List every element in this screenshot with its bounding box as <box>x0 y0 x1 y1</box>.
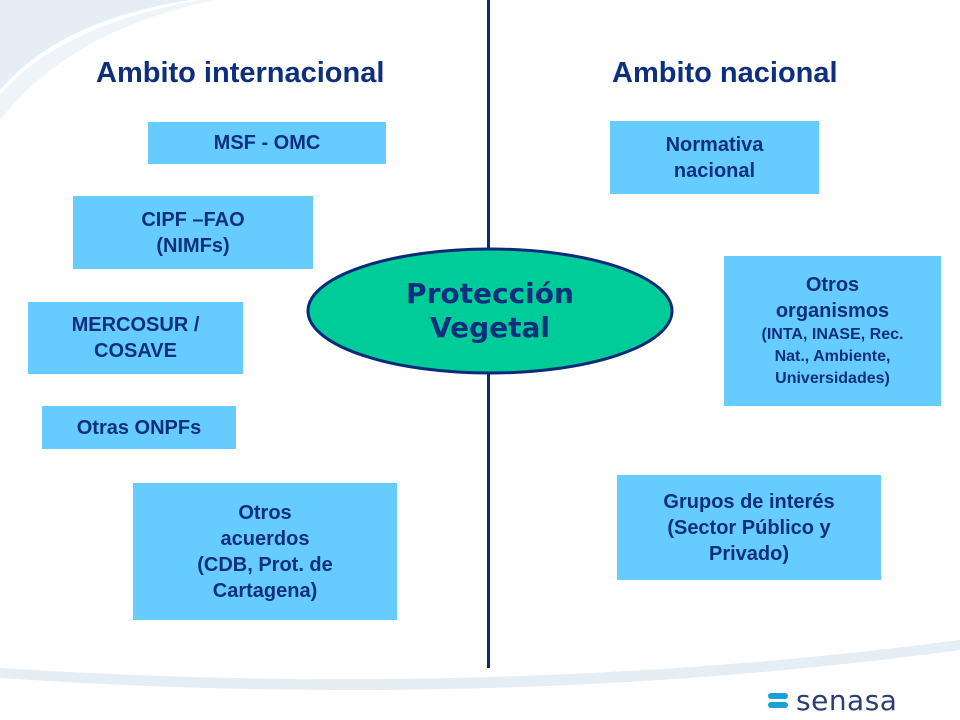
box-line: Otros <box>238 501 292 524</box>
box-line: MSF - OMC <box>213 132 321 154</box>
left-section-title: Ambito internacional <box>96 57 385 89</box>
senasa-logo-mark <box>768 692 788 708</box>
senasa-logo-text: senasa <box>796 684 898 717</box>
box-line: (INTA, INASE, Rec. <box>761 326 904 343</box>
right-section-title: Ambito nacional <box>612 57 838 89</box>
box-msf-omc: MSF - OMC <box>148 122 386 164</box>
box-line: Nat., Ambiente, <box>774 348 891 365</box>
box-mercosur-cosave: MERCOSUR / COSAVE <box>28 302 243 374</box>
center-label: Protección Vegetal <box>305 246 675 376</box>
box-otros-organismos: Otros organismos (INTA, INASE, Rec. Nat.… <box>724 256 941 406</box>
center-ellipse <box>306 247 674 375</box>
box-line: MERCOSUR / <box>71 314 200 336</box>
box-grupos-de-interes: Grupos de interés (Sector Público y Priv… <box>617 475 881 580</box>
box-line: Universidades) <box>775 370 890 387</box>
box-normativa-nacional: Normativa nacional <box>610 121 819 194</box>
box-line: (CDB, Prot. de <box>197 553 333 576</box>
box-line: CIPF –FAO <box>141 208 245 231</box>
box-line: Privado) <box>708 542 790 565</box>
box-line: Grupos de interés <box>663 490 835 513</box>
box-cipf-fao: CIPF –FAO (NIMFs) <box>73 196 313 269</box>
box-line: nacional <box>673 159 756 182</box>
box-line: Otras ONPFs <box>76 416 202 439</box>
box-line: COSAVE <box>94 340 177 362</box>
box-line: Cartagena) <box>212 579 318 602</box>
box-line: organismos <box>775 300 890 322</box>
box-line: (Sector Público y <box>667 516 831 539</box>
senasa-logo: senasa <box>766 684 897 717</box>
box-line: Otros <box>805 274 860 296</box>
center-line: Vegetal <box>429 311 551 344</box>
box-line: acuerdos <box>220 527 310 550</box>
center-line: Protección <box>406 277 574 310</box>
box-line: (NIMFs) <box>156 234 230 257</box>
box-otros-acuerdos: Otros acuerdos (CDB, Prot. de Cartagena) <box>133 483 397 620</box>
box-otras-onpfs: Otras ONPFs <box>42 406 236 449</box>
box-line: Normativa <box>665 133 764 156</box>
